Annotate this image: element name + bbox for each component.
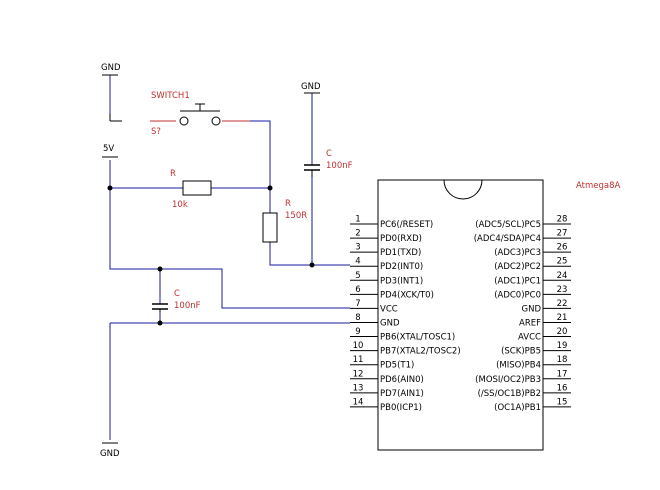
- ic-pin-number: 3: [355, 243, 360, 253]
- ic-pin-number: 19: [557, 341, 568, 351]
- junction-dot: [107, 185, 113, 191]
- ic-pin-number: 18: [557, 355, 568, 365]
- supply-label: 5V: [103, 144, 114, 154]
- wires: [109, 120, 350, 440]
- ic-pin-number: 2: [355, 229, 360, 239]
- ic-pin-number: 28: [557, 215, 568, 225]
- push-switch: SWITCH1 S?: [110, 91, 250, 137]
- resistor-series-name: R: [285, 199, 291, 209]
- ic-pin-number: 17: [557, 369, 568, 379]
- ic-pin-label: (ADC2)PC2: [494, 262, 541, 272]
- ic-pin-label: AREF: [519, 318, 541, 328]
- ic-notch: [443, 179, 483, 200]
- junction-dot: [157, 266, 163, 272]
- ic-pin-label: (SCK)PB5: [501, 347, 541, 357]
- ic-pin-number: 14: [353, 397, 364, 407]
- resistor-pullup: R 10k: [170, 169, 212, 210]
- ic-pin-label: PD6(AIN0): [380, 375, 424, 385]
- ic-pin-number: 25: [557, 257, 568, 267]
- ic-pin-number: 13: [353, 383, 364, 393]
- ground-label: GND: [301, 82, 321, 92]
- ic-pin-label: (ADC4/SDA)PC4: [474, 234, 541, 244]
- ic-pin-label: (/SS/OC1B)PB2: [478, 389, 541, 399]
- ic-pin-label: PB7(XTAL2/TOSC2): [380, 347, 461, 357]
- ic-pin-label: GND: [522, 304, 542, 314]
- switch-name: SWITCH1: [151, 91, 190, 101]
- ic-pin-number: 24: [557, 271, 568, 281]
- ground-label: GND: [100, 449, 120, 459]
- wire-5v-rail: [109, 160, 160, 270]
- ic-pin-label: (MOSI/OC2)PB3: [475, 375, 541, 385]
- ic-pin-number: 26: [557, 243, 568, 253]
- ic-pin-label: PD2(INT0): [380, 262, 423, 272]
- capacitor-top: C 100nF: [304, 149, 353, 177]
- ic-pin-number: 12: [353, 369, 364, 379]
- ic-pin-label: PB0(ICP1): [380, 403, 422, 413]
- ground-label: GND: [101, 63, 121, 73]
- ic-pin-number: 21: [557, 313, 568, 323]
- ic-pin-label: GND: [380, 318, 400, 328]
- junction-dot: [157, 320, 163, 326]
- supply-5v: 5V: [102, 144, 118, 158]
- ic-pin-label: AVCC: [518, 333, 541, 343]
- junction-dot: [309, 262, 315, 268]
- ic-pin-number: 8: [355, 313, 360, 323]
- ic-pin-label: (MISO)PB4: [496, 361, 541, 371]
- resistor-series-value: 150R: [285, 211, 307, 221]
- ic-pin-number: 15: [557, 397, 568, 407]
- ic-pin-number: 1: [355, 215, 360, 225]
- ic-pin-label: PD3(INT1): [380, 276, 423, 286]
- capacitor-top-name: C: [326, 149, 332, 159]
- ic-pin-number: 20: [557, 327, 568, 337]
- junctions: [107, 185, 315, 326]
- ic-pin-label: PD7(AIN1): [380, 389, 424, 399]
- ic-pin-number: 16: [557, 383, 568, 393]
- ic-pin-label: PD5(T1): [380, 361, 414, 371]
- ic-pin-label: (ADC1)PC1: [494, 276, 541, 286]
- ic-pin-label: PD0(RXD): [380, 234, 422, 244]
- ic-pin-label: (ADC5/SCL)PC5: [475, 220, 541, 230]
- switch-ref: S?: [151, 127, 161, 137]
- ic-pin-label: PB6(XTAL/TOSC1): [380, 333, 455, 343]
- ic-pin-label: PC6(/RESET): [380, 220, 433, 230]
- resistor-pullup-value: 10k: [172, 200, 188, 210]
- wire-series-bottom: [269, 242, 350, 266]
- ic-pin-label: (OC1A)PB1: [494, 403, 541, 413]
- ic-pin-number: 23: [557, 285, 568, 295]
- ic-pin-number: 27: [557, 229, 568, 239]
- ic-pin-number: 11: [353, 355, 364, 365]
- ic-pin-label: PD1(TXD): [380, 248, 421, 258]
- ic-pin-number: 10: [353, 341, 364, 351]
- ic-pin-label: PD4(XCK/T0): [380, 290, 434, 300]
- ground-symbol-cap-top: GND: [301, 82, 321, 165]
- capacitor-top-value: 100nF: [326, 161, 353, 171]
- resistor-series: R 150R: [262, 199, 307, 243]
- ic-pin-number: 6: [355, 285, 360, 295]
- ic-pin-number: 7: [355, 299, 360, 309]
- capacitor-bottom-value: 100nF: [174, 301, 201, 311]
- capacitor-bottom: C 100nF: [152, 289, 201, 312]
- junction-dot: [267, 185, 273, 191]
- resistor-pullup-name: R: [170, 169, 176, 179]
- ground-symbol-switch: GND: [101, 63, 121, 121]
- ic-right-pins: 28 (ADC5/SCL)PC5 27 (ADC4/SDA)PC4 26 (ADC3)PC…: [474, 215, 571, 413]
- ic-pin-label: (ADC3)PC3: [494, 248, 541, 258]
- ic-name: Atmega8A: [576, 181, 621, 191]
- ic-pin-number: 4: [355, 257, 360, 267]
- ic-pin-label: VCC: [380, 304, 398, 314]
- ic-pin-number: 5: [355, 271, 360, 281]
- ground-symbol-bottom: GND: [100, 442, 120, 459]
- ic-body: [377, 179, 544, 451]
- ic-pin-number: 22: [557, 299, 568, 309]
- ic-pin-number: 9: [355, 327, 360, 337]
- ic-pin-label: (ADC0)PC0: [494, 290, 541, 300]
- wire-switch-right: [250, 120, 271, 188]
- wire-vcc: [160, 268, 350, 309]
- capacitor-bottom-name: C: [174, 289, 180, 299]
